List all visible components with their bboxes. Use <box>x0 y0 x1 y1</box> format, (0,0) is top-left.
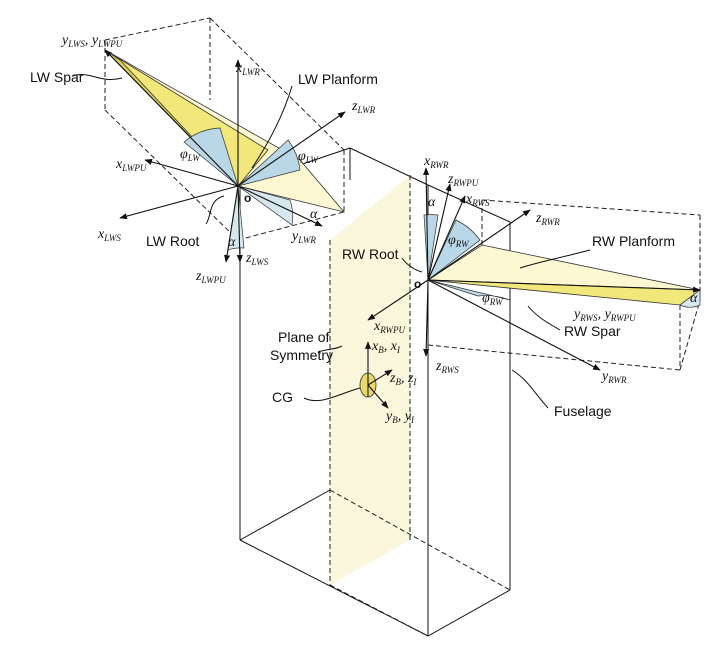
fuselage-label: Fuselage <box>554 403 612 419</box>
axis-label-x-lwpu: xLWPU <box>115 157 147 173</box>
cg-body-axes <box>359 341 393 409</box>
cg-label: CG <box>272 389 293 405</box>
axis-label-z-lwpu: zLWPU <box>195 269 226 285</box>
axis-label-yb-yi: yB, yI <box>384 409 415 425</box>
axis-label-x-rwr: xRWR <box>423 154 449 170</box>
angle-phi-lw-1: φLW <box>180 147 201 163</box>
rw-root-label: RW Root <box>342 246 399 262</box>
left-origin-label: o <box>244 191 251 205</box>
right-wing-axes <box>367 167 701 371</box>
axis-label-x-rwpu: xRWPU <box>373 319 406 335</box>
axis-label-y-lws-y-lwpu: yLWS, yLWPU <box>60 33 123 49</box>
angle-alpha-left-1: α <box>310 207 318 222</box>
axis-label-xb-xi: xB, xI <box>371 339 401 355</box>
angle-phi-rw-2: φRW <box>482 291 504 307</box>
left-wing-axes <box>104 49 346 263</box>
axis-label-y-rws-y-rwpu: yRWS, yRWPU <box>572 307 636 323</box>
plane-of-symmetry-label-line2: Symmetry <box>270 347 333 363</box>
axis-label-z-rws: zRWS <box>435 359 459 375</box>
plane-of-symmetry-label-line1: Plane of <box>278 329 329 345</box>
right-origin-label: o <box>414 277 421 291</box>
axis-label-z-rwr: zRWR <box>535 211 560 227</box>
right-wing <box>423 199 702 371</box>
axis-label-zb-zi: zB, zI <box>389 371 417 387</box>
axis-label-z-rwpu: zRWPU <box>447 172 479 188</box>
angle-alpha-right-1: α <box>428 195 436 210</box>
leader-lines <box>71 74 591 409</box>
lw-spar-label: LW Spar <box>30 69 84 85</box>
axis-label-y-rwr: yRWR <box>600 369 627 385</box>
axis-label-z-lwr: zLWR <box>351 99 376 115</box>
rw-planform-label: RW Planform <box>592 233 675 249</box>
angle-phi-rw-1: φRW <box>448 233 470 249</box>
angle-alpha-left-2: α <box>228 235 236 250</box>
axis-label-x-lws: xLWS <box>97 227 121 243</box>
lw-root-label: LW Root <box>146 233 200 249</box>
angle-phi-lw-2: φLW <box>298 149 319 165</box>
left-wing <box>104 17 346 251</box>
lw-planform-label: LW Planform <box>298 71 378 87</box>
axis-label-x-lwr: xLWR <box>235 61 260 77</box>
axis-label-x-rws: xRWS <box>465 192 490 208</box>
axis-label-z-lws: zLWS <box>245 251 269 267</box>
axis-label-y-lwr: yLWR <box>290 229 316 245</box>
rw-spar-label: RW Spar <box>564 323 621 339</box>
angle-alpha-right-2: α <box>690 291 698 306</box>
